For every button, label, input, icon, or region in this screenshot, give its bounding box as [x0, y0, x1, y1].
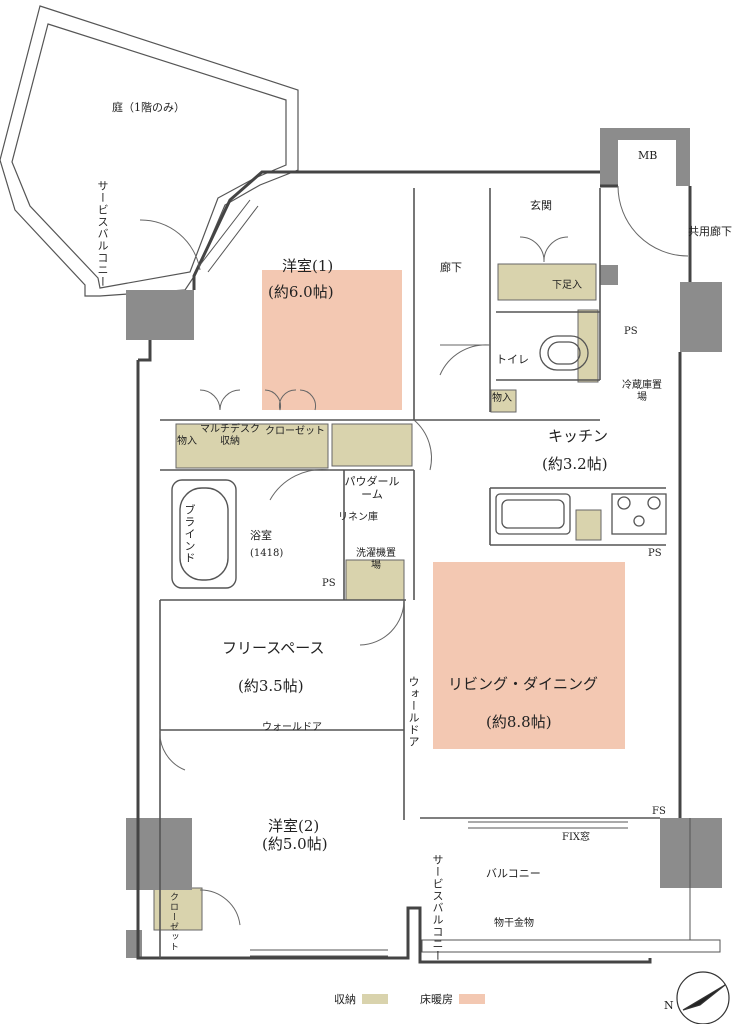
toilet-label: トイレ	[496, 353, 529, 366]
windows	[199, 199, 628, 957]
storage-areas	[153, 263, 602, 931]
garden-label: 庭（1階のみ）	[112, 101, 185, 114]
ps-label-2: PS	[648, 548, 662, 559]
storage-small-label: 物入	[492, 393, 512, 404]
legend-heated-floor-swatch	[459, 994, 485, 1004]
door-swings	[139, 185, 689, 926]
legend-storage-swatch	[362, 994, 388, 1004]
ps-label-3: PS	[322, 578, 336, 589]
legend-heated-floor: 床暖房	[420, 991, 485, 1007]
compass-rose	[676, 971, 730, 1024]
western2-size: (約5.0帖)	[262, 835, 328, 853]
fridge-label: 冷蔵庫置場	[622, 380, 662, 403]
free-space-name: フリースペース	[222, 639, 325, 657]
hallway-label: 廊下	[440, 261, 462, 274]
mb-label: MB	[638, 149, 658, 162]
compass-label: N	[664, 999, 674, 1012]
wall-door-vertical: ウォールドア	[407, 676, 420, 748]
bath-size: (1418)	[250, 548, 284, 559]
bath-name: 浴室	[250, 529, 272, 542]
legend-heated-floor-label: 床暖房	[420, 993, 453, 1006]
wall-door-horizontal: ウォールドア	[262, 722, 322, 733]
drying-rack-label: 物干金物	[494, 918, 534, 929]
ps-label-1: PS	[624, 326, 638, 337]
fix-window-label: FIX窓	[562, 832, 591, 843]
partitions	[159, 188, 666, 958]
bath-tub	[171, 479, 237, 589]
western1-size: (約6.0帖)	[268, 283, 334, 301]
legend-storage-label: 収納	[334, 993, 356, 1006]
kitchen-fixtures	[495, 493, 667, 535]
balcony-label: バルコニー	[486, 867, 541, 880]
structural-walls	[126, 128, 722, 958]
heated-floor-western1	[262, 270, 402, 410]
heated-floor-living	[433, 562, 625, 749]
garden-outline	[0, 5, 299, 297]
shoe-closet-label: 下足入	[552, 280, 582, 291]
service-balcony-left-label: サービスバルコニー	[96, 180, 109, 288]
closet-label: クローゼット	[265, 426, 325, 437]
western2-name: 洋室(2)	[268, 817, 320, 835]
living-size: (約8.8帖)	[486, 713, 552, 731]
walls	[136, 170, 692, 964]
western1-name: 洋室(1)	[282, 257, 334, 275]
toilet-bowl	[539, 335, 589, 371]
washer-label: 洗濯機置場	[356, 548, 396, 571]
linen-label: リネン庫	[338, 512, 378, 523]
fs-label: FS	[652, 806, 666, 817]
multi-desk-label: マルチデスク収納	[200, 424, 260, 447]
closet2-label: クローゼット	[168, 892, 178, 952]
blind-label: ブラインド	[183, 504, 196, 564]
living-name: リビング・ダイニング	[448, 675, 599, 693]
entrance-label: 玄関	[530, 199, 552, 212]
shared-corridor-label: 共用廊下	[688, 225, 732, 238]
service-balcony-bottom-label: サービスバルコニー	[431, 854, 444, 962]
legend-storage: 収納	[334, 991, 388, 1007]
kitchen-size: (約3.2帖)	[542, 455, 608, 473]
balcony-railing	[421, 818, 721, 953]
powder-room-label: パウダールーム	[344, 475, 400, 501]
kitchen-name: キッチン	[548, 427, 609, 445]
storage-label: 物入	[177, 436, 197, 447]
free-space-size: (約3.5帖)	[238, 677, 304, 695]
